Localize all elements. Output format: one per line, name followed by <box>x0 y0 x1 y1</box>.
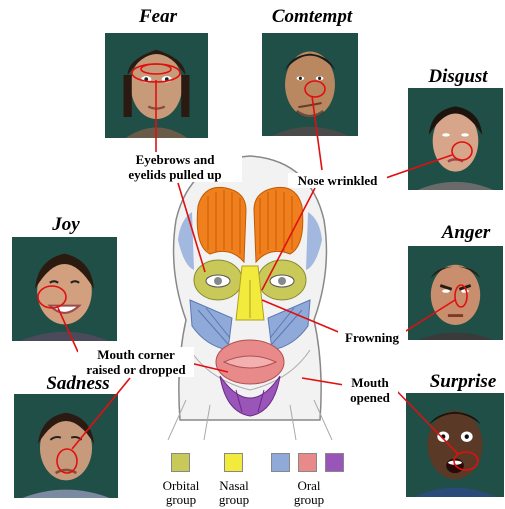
swatch-oral-blue <box>271 453 290 472</box>
facial-muscle-diagram <box>150 150 350 440</box>
callout-eyebrows-line1: Eyebrows and <box>110 152 240 167</box>
legend-nasal: Nasal group <box>208 479 260 507</box>
legend-oral-line1: Oral <box>279 479 339 493</box>
swatch-oral-pink <box>298 453 317 472</box>
photo-surprise <box>406 393 504 497</box>
label-contempt: Comtempt <box>262 7 362 27</box>
callout-mouth-opened: Mouth opened <box>342 375 398 405</box>
legend-oral: Oral group <box>279 479 339 507</box>
label-disgust: Disgust <box>418 67 498 87</box>
callout-mouth-corner-line1: Mouth corner <box>80 347 192 362</box>
swatch-orbital <box>171 453 190 472</box>
photo-contempt <box>262 33 358 136</box>
photo-anger <box>408 246 503 340</box>
photo-fear <box>105 33 208 138</box>
legend-nasal-line2: group <box>208 493 260 507</box>
callout-mouth-corner-line2: raised or dropped <box>80 362 192 377</box>
swatch-oral-purple <box>325 453 344 472</box>
callout-nose-wrinkled: Nose wrinkled <box>288 173 387 188</box>
callout-frowning: Frowning <box>338 330 406 345</box>
callout-mouth-opened-line1: Mouth <box>344 375 396 390</box>
label-surprise: Surprise <box>418 372 505 392</box>
photo-sadness <box>14 394 118 498</box>
label-sadness: Sadness <box>28 374 128 394</box>
legend-oral-line2: group <box>279 493 339 507</box>
label-fear: Fear <box>118 7 198 27</box>
label-joy: Joy <box>36 215 96 235</box>
legend-nasal-line1: Nasal <box>208 479 260 493</box>
photo-disgust <box>408 88 503 190</box>
legend-orbital-line1: Orbital <box>152 479 210 493</box>
label-anger: Anger <box>426 223 505 243</box>
callout-eyebrows: Eyebrows and eyelids pulled up <box>108 152 242 182</box>
callout-mouth-corner: Mouth corner raised or dropped <box>78 347 194 377</box>
callout-eyebrows-line2: eyelids pulled up <box>110 167 240 182</box>
photo-joy <box>12 237 117 341</box>
callout-mouth-opened-line2: opened <box>344 390 396 405</box>
legend-orbital: Orbital group <box>152 479 210 507</box>
legend-orbital-line2: group <box>152 493 210 507</box>
swatch-nasal <box>224 453 243 472</box>
